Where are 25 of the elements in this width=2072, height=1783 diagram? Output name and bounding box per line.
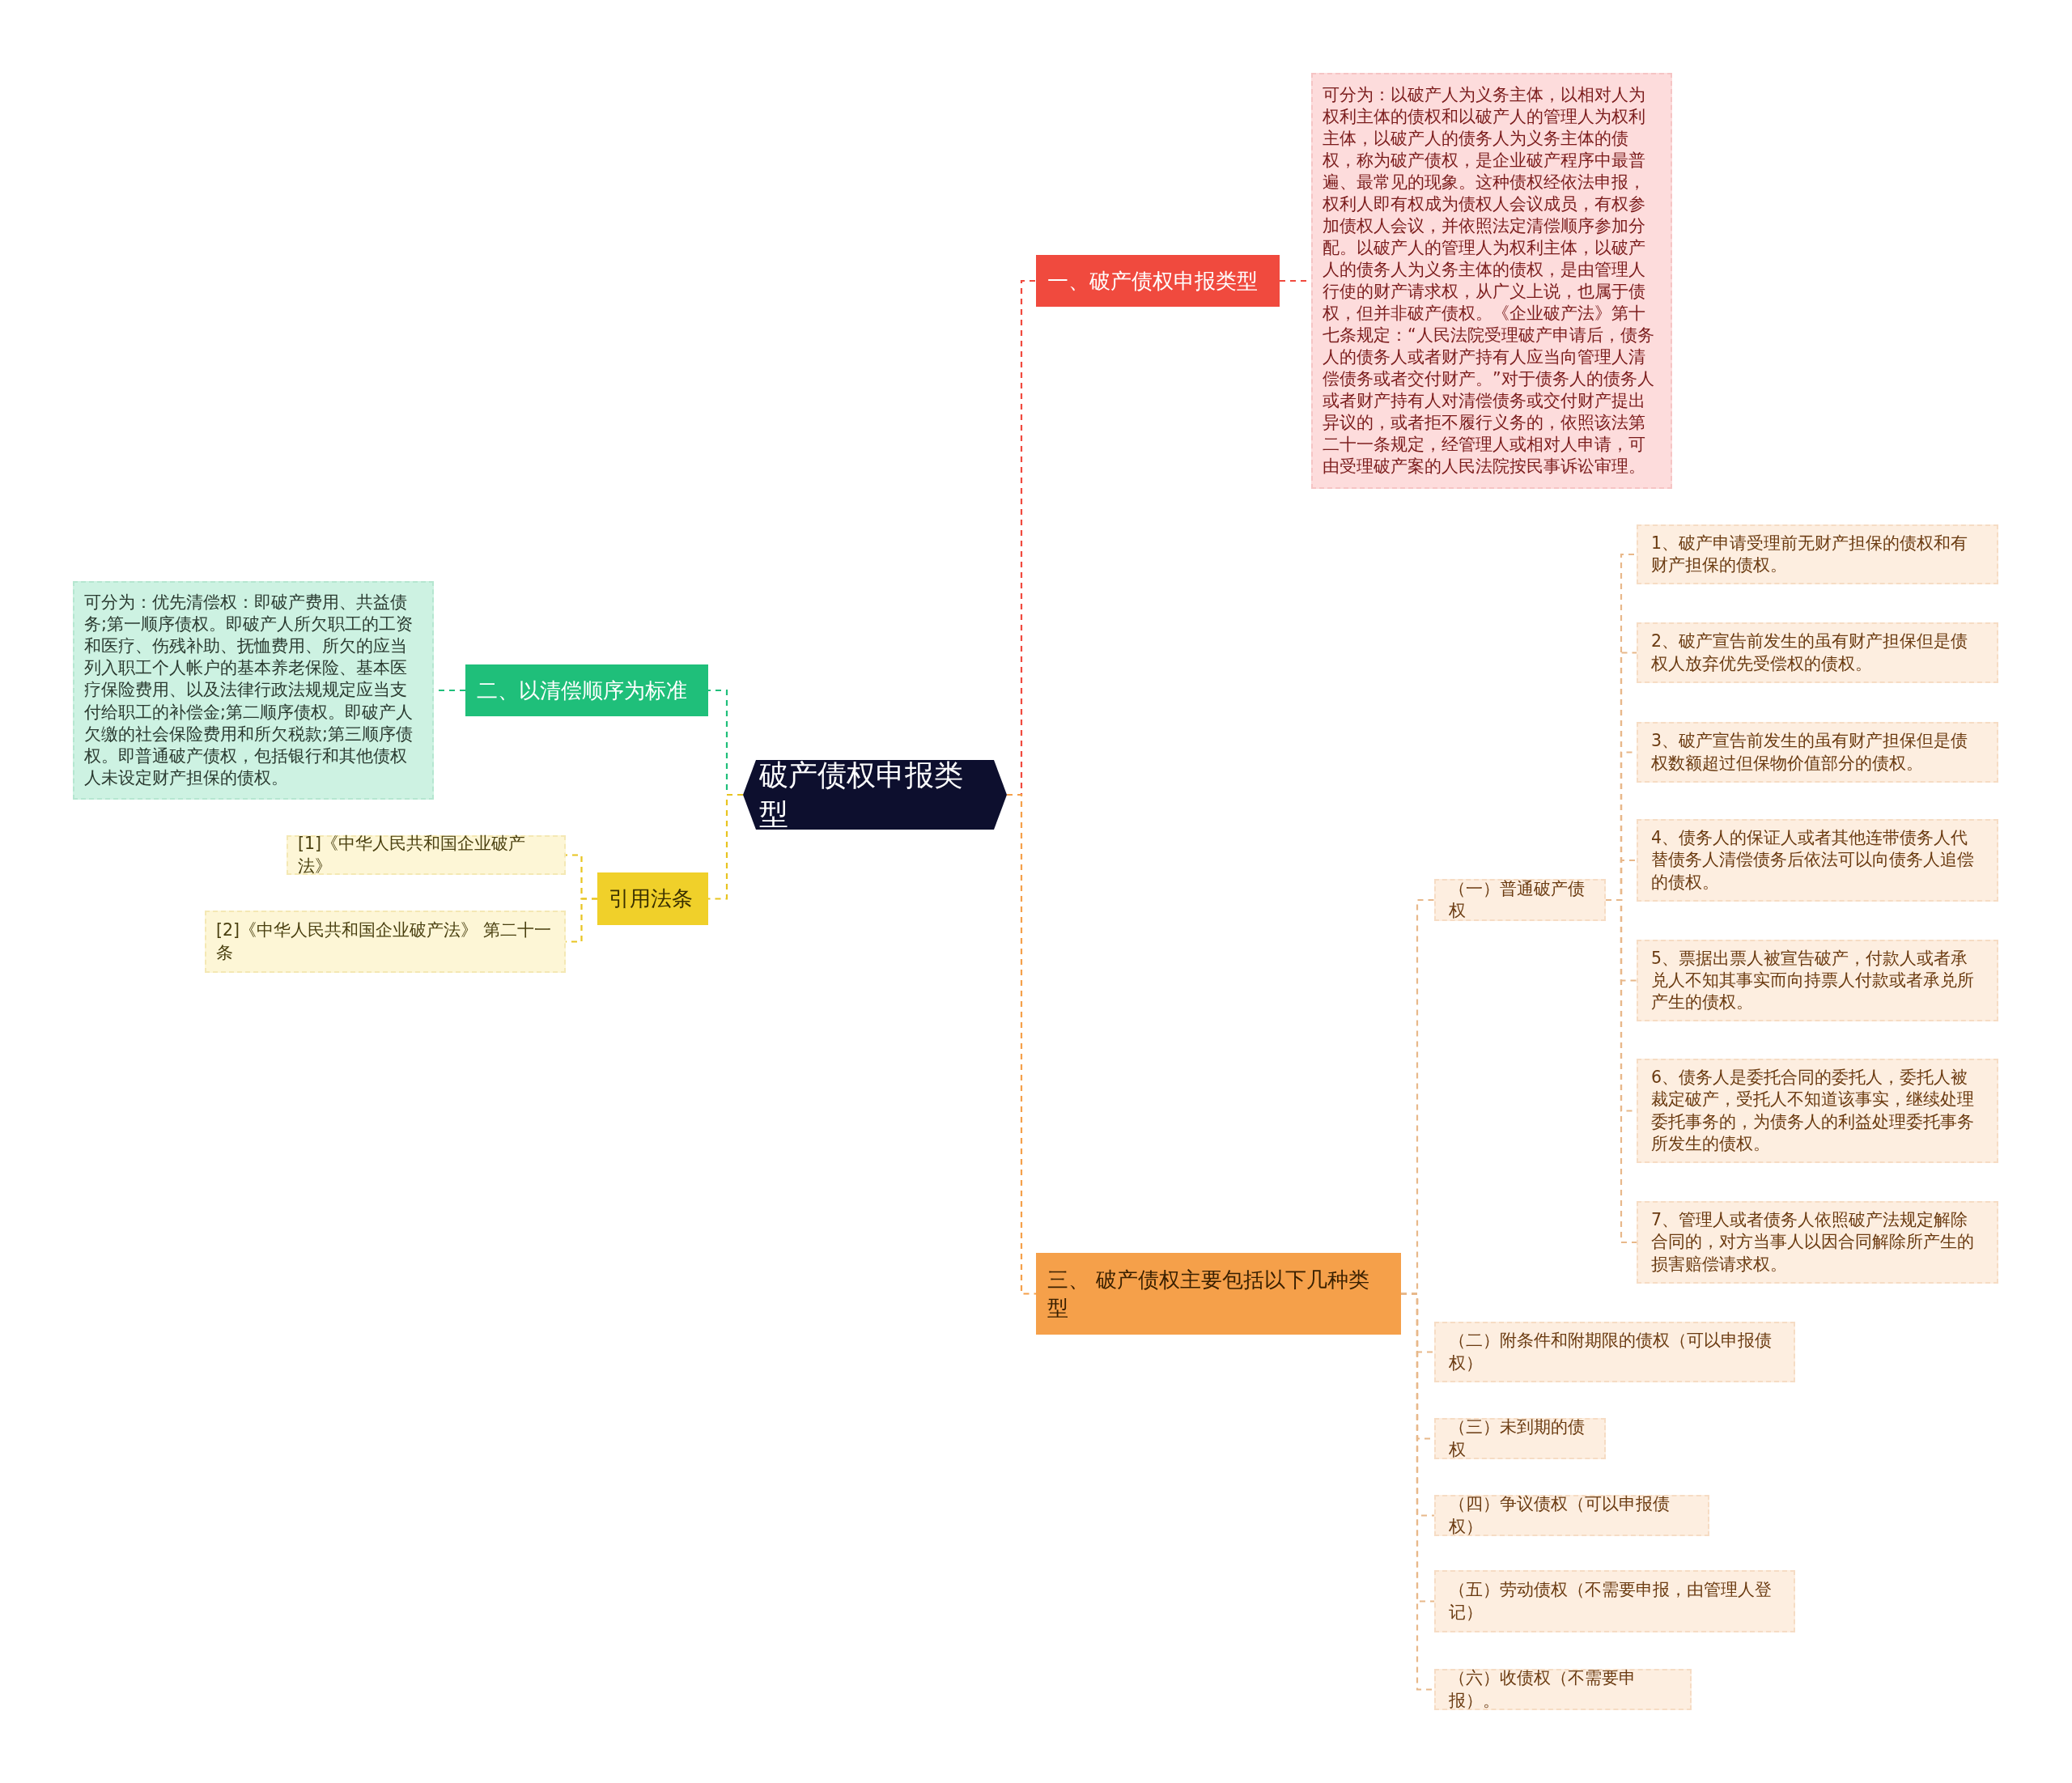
note-box: 可分为：以破产人为义务主体，以相对人为权利主体的债权和以破产人的管理人为权利主体，以破产人的债务人为义务主体的债权，称为破产债权，是企业破产程序中最普遍、最常见的现象。这种债权经依法申报，权利人即有权成为债权人会议成员，有权参加债权人会议，并依照法定清偿顺序参加分配。以破产人的管理人为权利主体，以破产人的债务人为义务主体的债权，是由管理人行使的财产请求权，从广义上说，也属于债权，但并非破产债权。《企业破产法》第十七条规定：“人民法院受理破产申请后，债务人的债务人或者财产持有人应当向管理人清偿债务或者交付财产。”对于债务人的债务人或者财产持有人对清偿债务或交付财产提出异议的，或者拒不履行义务的，依照该法第二十一条规定，经管理人或相对人申请，可由受理破产案的人民法院按民事诉讼审理。	[1311, 73, 1672, 489]
citation-box: [2]《中华人民共和国企业破产法》 第二十一条	[205, 911, 566, 973]
topic-box: 5、票据出票人被宣告破产，付款人或者承兑人不知其事实而向持票人付款或者承兑所产生的债权。	[1637, 940, 1998, 1021]
topic-box: 3、破产宣告前发生的虽有财产担保但是债权数额超过但保物价值部分的债权。	[1637, 722, 1998, 783]
topic-box: 2、破产宣告前发生的虽有财产担保但是债权人放弃优先受偿权的债权。	[1637, 622, 1998, 683]
topic-box: 6、债务人是委托合同的委托人，委托人被裁定破产，受托人不知道该事实，继续处理委托事务的，为债务人的利益处理委托事务所发生的债权。	[1637, 1059, 1998, 1163]
topic-box: （二）附条件和附期限的债权（可以申报债权）	[1434, 1322, 1795, 1382]
topic-box: 4、债务人的保证人或者其他连带债务人代替债务人清偿债务后依法可以向债务人追偿的债权。	[1637, 819, 1998, 902]
topic-box: （六）收债权（不需要申报）。	[1434, 1669, 1692, 1710]
note-box: 可分为：优先清偿权：即破产费用、共益债务;第一顺序债权。即破产人所欠职工的工资和医疗、伤残补助、抚恤费用、所欠的应当列入职工个人帐户的基本养老保险、基本医疗保险费用、以及法律行政法规规定应当支付给职工的补偿金;第二顺序债权。即破产人欠缴的社会保险费用和所欠税款;第三顺序债权。即普通破产债权，包括银行和其他债权人未设定财产担保的债权。	[73, 581, 434, 800]
topic-box: （一）普通破产债权	[1434, 879, 1606, 921]
topic-box: 7、管理人或者债务人依照破产法规定解除合同的，对方当事人以因合同解除所产生的损害赔偿请求权。	[1637, 1201, 1998, 1284]
branch-topic-box: 一、破产债权申报类型	[1036, 255, 1280, 307]
connector-line	[1606, 898, 1637, 1244]
branch-topic-box: 三、 破产债权主要包括以下几种类型	[1036, 1253, 1401, 1335]
connector-line	[1007, 793, 1036, 1295]
topic-box: （五）劳动债权（不需要申报，由管理人登记）	[1434, 1570, 1795, 1632]
topic-box: 1、破产申请受理前无财产担保的债权和有财产担保的债权。	[1637, 524, 1998, 584]
root-topic-hexagon: 破产债权申报类型	[743, 760, 1007, 830]
branch-topic-box: 引用法条	[597, 872, 708, 925]
topic-box: （四）争议债权（可以申报债权）	[1434, 1495, 1709, 1536]
branch-topic-box: 二、以清偿顺序为标准	[465, 664, 708, 716]
connector-line	[708, 793, 743, 900]
citation-box: [1]《中华人民共和国企业破产法》	[287, 835, 566, 875]
topic-box: （三）未到期的债权	[1434, 1418, 1606, 1459]
